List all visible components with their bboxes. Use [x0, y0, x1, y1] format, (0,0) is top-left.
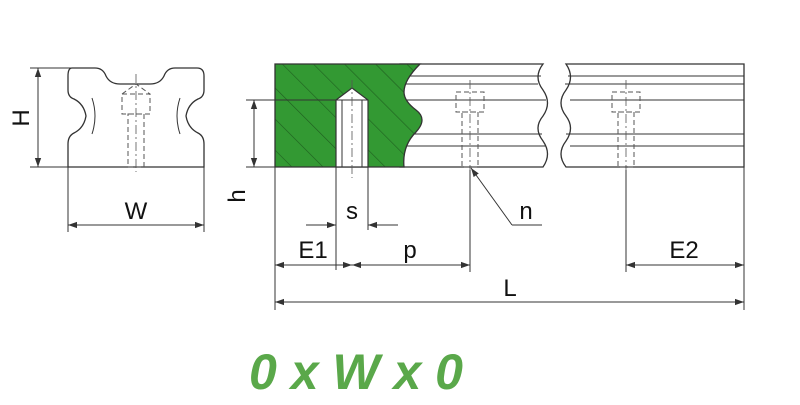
rail-end-view: H W	[8, 67, 205, 232]
rail-side-view: h s n E1 p E2 L	[224, 63, 745, 310]
rail-side-outline-mid	[399, 63, 549, 168]
hidden-hole-3-shank	[617, 111, 635, 168]
h-label: h	[224, 189, 251, 202]
rail-profile-outline	[67, 67, 205, 168]
L-label: L	[503, 275, 516, 302]
W-label: W	[125, 198, 148, 225]
E2-label: E2	[669, 237, 698, 264]
H-label: H	[8, 109, 35, 126]
rail-profile-groove-right	[176, 97, 181, 135]
n-leader-line	[470, 167, 513, 226]
n-label: n	[519, 198, 532, 225]
rail-size-caption: 0 x W x 0	[249, 344, 463, 400]
E1-label: E1	[298, 237, 327, 264]
s-label: s	[346, 198, 358, 225]
rail-profile-groove-left	[91, 97, 96, 135]
p-label: p	[403, 237, 416, 264]
rail-side-outline-end	[560, 63, 745, 168]
hidden-hole-2-shank	[461, 111, 479, 168]
end-view-hole-tip	[121, 83, 151, 95]
